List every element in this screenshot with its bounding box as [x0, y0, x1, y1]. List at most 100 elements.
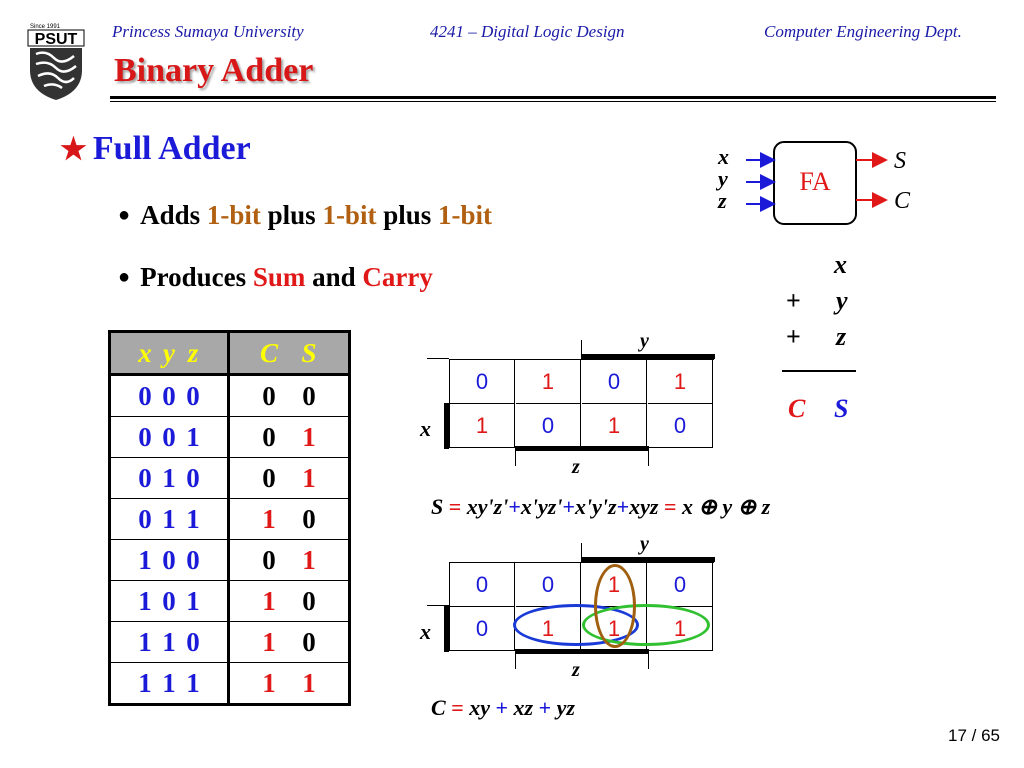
- kmap-cell: 0: [516, 563, 581, 607]
- output-bit-c: 1: [262, 626, 276, 657]
- sum-equation: S = xy'z'+x'yz'+x'y'z+xyz = x ⊕ y ⊕ z: [431, 494, 770, 520]
- input-bit: 0: [186, 380, 200, 411]
- eq-plus: +: [562, 494, 576, 519]
- loop-yz: [594, 564, 636, 648]
- header-y: y: [163, 337, 175, 368]
- eq-term: yz: [556, 695, 575, 720]
- logo-since-text: Since 1991: [30, 24, 61, 30]
- eq-xor: x ⊕ y ⊕ z: [682, 494, 771, 519]
- header-z: z: [187, 337, 199, 368]
- input-bit: 0: [138, 503, 152, 534]
- eq-equals: =: [663, 494, 677, 519]
- header-s: S: [301, 337, 317, 368]
- kmap-cell: 0: [450, 360, 515, 404]
- sum-term: Sum: [252, 262, 306, 292]
- input-bit: 0: [186, 544, 200, 575]
- input-bit: 1: [162, 667, 176, 698]
- input-bit: 0: [186, 462, 200, 493]
- kmap-cell: 1: [582, 404, 647, 448]
- kmap-cell: 1: [648, 360, 713, 404]
- input-bit: 1: [186, 503, 200, 534]
- add-y: y: [836, 286, 848, 315]
- eq-term: xy: [469, 695, 490, 720]
- output-bit-s: 1: [302, 667, 316, 698]
- eq-term: xyz: [629, 494, 659, 519]
- input-bit: 0: [138, 462, 152, 493]
- kmap-s-x-bar: [444, 403, 449, 449]
- input-label-x: x: [717, 144, 729, 169]
- add-result-c: C: [788, 394, 806, 423]
- input-bit: 0: [186, 626, 200, 657]
- input-bit: 1: [186, 667, 200, 698]
- kmap-cell: 0: [450, 607, 515, 651]
- kmap-s-z-tick-r: [648, 450, 649, 466]
- bullet-produces: ●Produces Sum and Carry: [118, 262, 433, 293]
- input-bit: 1: [162, 503, 176, 534]
- add-op-1: +: [786, 286, 801, 315]
- input-bit: 1: [138, 667, 152, 698]
- eq-term: x'y'z: [575, 494, 617, 519]
- psut-logo: Since 1991 PSUT: [26, 20, 86, 102]
- kmap-c-y-bar: [581, 557, 715, 562]
- kmap-cell: 0: [648, 563, 713, 607]
- output-bit-c: 1: [262, 503, 276, 534]
- kmap-c-z-tick-r: [648, 653, 649, 669]
- bullet-dot-icon: ●: [118, 204, 131, 226]
- slide-title: Binary Adder: [114, 52, 314, 89]
- page-number: 17 / 65: [948, 726, 1000, 745]
- kmap-c-label-y: y: [640, 533, 649, 555]
- kmap-c-x-bar: [444, 606, 449, 652]
- output-bit-s: 0: [302, 626, 316, 657]
- input-bit: 0: [138, 380, 152, 411]
- kmap-cell: 1: [450, 404, 515, 448]
- eq-equals: =: [448, 494, 462, 519]
- add-result-s: S: [834, 394, 849, 423]
- bullet-adds: ●Adds 1-bit plus 1-bit plus 1-bit: [118, 200, 492, 231]
- kmap-cell: 0: [450, 563, 515, 607]
- header-department: Computer Engineering Dept.: [764, 22, 962, 41]
- kmap-c-y-tick: [581, 543, 582, 563]
- output-bit-s: 1: [302, 544, 316, 575]
- input-bit: 1: [186, 585, 200, 616]
- input-label-z: z: [717, 188, 727, 213]
- kmap-s-z-tick-l: [515, 450, 516, 466]
- output-bit-c: 0: [262, 380, 276, 411]
- header-rule-thin: [110, 101, 996, 102]
- kmap-s-y-tick: [581, 340, 582, 360]
- input-bit: 1: [162, 626, 176, 657]
- bit-term: 1-bit: [322, 200, 377, 230]
- carry-equation: C = xy + xz + yz: [431, 695, 575, 721]
- bullet-text: Produces: [140, 262, 253, 292]
- eq-plus: +: [616, 494, 630, 519]
- full-adder-diagram: FA x y z S C: [706, 140, 926, 230]
- kmap-s-label-y: y: [640, 330, 649, 352]
- add-sum-line: [782, 370, 856, 372]
- kmap-c-z-tick-l: [515, 653, 516, 669]
- output-bit-c: 1: [262, 667, 276, 698]
- output-bit-s: 1: [302, 421, 316, 452]
- eq-term: xz: [513, 695, 534, 720]
- kmap-s-y-bar: [581, 354, 715, 359]
- eq-lhs: C: [431, 695, 446, 720]
- star-icon: ★: [60, 133, 87, 166]
- kmap-s-corner-line: [427, 358, 449, 359]
- input-bit: 1: [162, 462, 176, 493]
- bullet-dot-icon: ●: [118, 266, 131, 288]
